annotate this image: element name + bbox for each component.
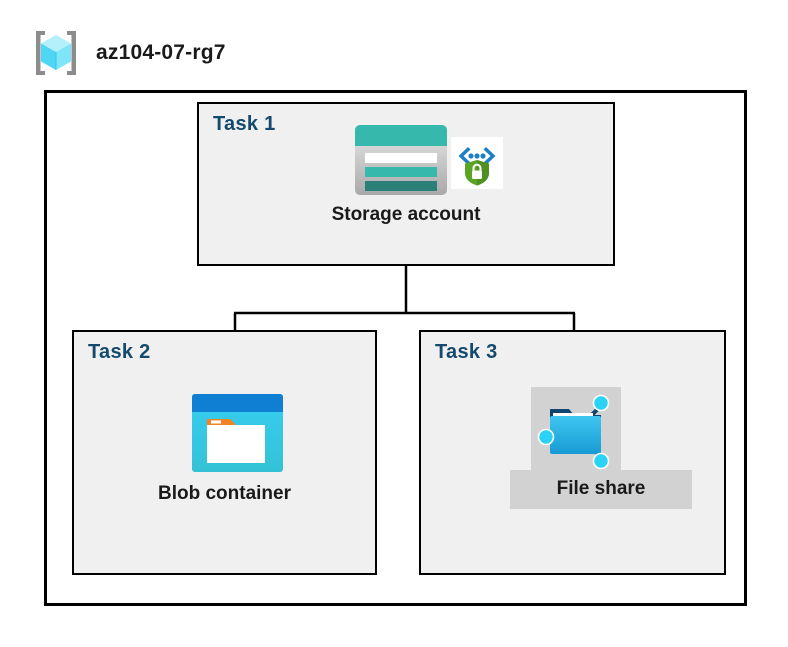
resource-group-icon <box>36 31 76 75</box>
resource-group-title: az104-07-rg7 <box>96 41 226 64</box>
task-3-label: Task 3 <box>435 341 498 363</box>
blob-container-caption: Blob container <box>157 483 291 504</box>
blob-container-icon[interactable] <box>190 392 285 474</box>
storage-account-icon[interactable] <box>354 124 448 196</box>
task-2-box[interactable]: Task 2 Blob container <box>72 330 377 575</box>
task-3-box[interactable]: Task 3 <box>419 330 726 575</box>
storage-account-caption: Storage account <box>331 204 481 225</box>
task-1-box[interactable]: Task 1 <box>197 102 615 266</box>
header: az104-07-rg7 <box>30 27 226 79</box>
file-share-caption: File share <box>510 470 692 509</box>
file-share-icon[interactable] <box>531 387 621 477</box>
secure-endpoint-shield-icon[interactable] <box>451 137 503 189</box>
task-1-label: Task 1 <box>213 113 276 135</box>
task-2-label: Task 2 <box>88 341 151 363</box>
